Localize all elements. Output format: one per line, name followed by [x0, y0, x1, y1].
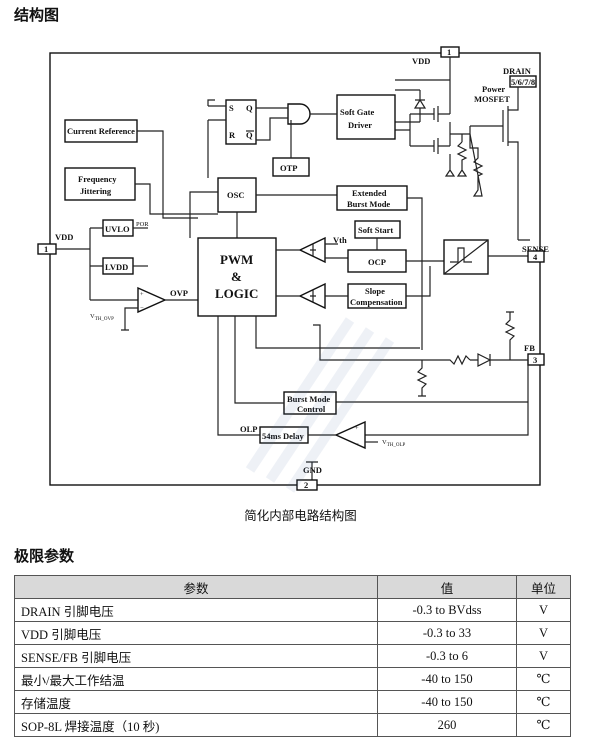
vth-label: Vth	[333, 235, 347, 245]
row-unit: V	[516, 621, 571, 645]
table-header-row: 参数 值 单位	[14, 575, 571, 599]
and-gate	[287, 103, 311, 125]
diagram-caption: 简化内部电路结构图	[244, 508, 357, 523]
ovp-comparator	[137, 286, 167, 314]
row-value: -40 to 150	[377, 690, 517, 714]
pin-2	[296, 479, 318, 491]
section-title-limits: 极限参数	[14, 547, 75, 565]
slope-compensation-label-2: Compensation	[350, 297, 403, 307]
row-param: DRAIN 引脚电压	[14, 598, 378, 622]
table-row: SOP-8L 焊接温度（10 秒) 260 ℃	[14, 713, 571, 737]
drain-label: DRAIN	[503, 66, 532, 76]
svg-text:Q: Q	[246, 130, 253, 140]
pwm-logic-block	[197, 237, 277, 317]
svg-text:+: +	[140, 291, 144, 298]
power-mosfet-label-2: MOSFET	[474, 94, 510, 104]
extended-burst-label-2: Burst Mode	[347, 199, 390, 209]
header-value: 值	[377, 575, 517, 599]
current-reference-label: Current Reference	[67, 126, 135, 136]
delay-label: 54ms Delay	[262, 431, 305, 441]
header-param: 参数	[14, 575, 378, 599]
soft-gate-driver-block	[336, 94, 396, 140]
uvlo-label: UVLO	[105, 224, 130, 234]
svg-text:S: S	[229, 103, 234, 113]
table-row: 存储温度 -40 to 150 ℃	[14, 690, 571, 714]
pin-3-number: 3	[533, 355, 537, 365]
pwm-logic-label-2: &	[231, 269, 242, 284]
drain-pins-label: 5/6/7/8	[511, 77, 535, 87]
row-value: 260	[377, 713, 517, 737]
frequency-jittering-label-1: Frequency	[78, 174, 117, 184]
slope-compensation-label-1: Slope	[365, 286, 385, 296]
soft-start-label: Soft Start	[358, 225, 393, 235]
row-unit: ℃	[516, 690, 571, 714]
olp-label: OLP	[240, 424, 257, 434]
burst-control-label-1: Burst Mode	[287, 394, 330, 404]
row-unit: ℃	[516, 667, 571, 691]
pin-2-number: 2	[304, 480, 308, 490]
row-param: SENSE/FB 引脚电压	[14, 644, 378, 668]
table-row: DRAIN 引脚电压 -0.3 to BVdss V	[14, 598, 571, 622]
vdd-top-label: VDD	[412, 56, 430, 66]
pin-4-number: 4	[533, 252, 538, 262]
otp-label: OTP	[280, 163, 297, 173]
row-value: -40 to 150	[377, 667, 517, 691]
svg-text:−: −	[355, 441, 359, 448]
pin-1-left-number: 1	[44, 244, 48, 254]
row-value: -0.3 to BVdss	[377, 598, 517, 622]
row-value: -0.3 to 33	[377, 621, 517, 645]
row-param: SOP-8L 焊接温度（10 秒)	[14, 713, 378, 737]
block-diagram: 1 VDD DRAIN 5/6/7/8 Power MOSFET Soft Ga…	[37, 46, 549, 491]
pin-4	[527, 250, 545, 263]
row-unit: ℃	[516, 713, 571, 737]
pwm-logic-label-3: LOGIC	[215, 286, 258, 301]
header-unit: 单位	[516, 575, 571, 599]
vth-ovp-label: VTH_OVP	[90, 313, 114, 322]
table-row: VDD 引脚电压 -0.3 to 33 V	[14, 621, 571, 645]
chip-boundary	[49, 52, 541, 486]
burst-control-label-2: Control	[297, 404, 326, 414]
ocp-label: OCP	[368, 257, 386, 267]
soft-gate-driver-label-1: Soft Gate	[340, 107, 374, 117]
row-unit: V	[516, 644, 571, 668]
ovp-label: OVP	[170, 288, 188, 298]
section-title-structure: 结构图	[14, 6, 60, 24]
fb-label: FB	[524, 343, 535, 353]
row-unit: V	[516, 598, 571, 622]
soft-gate-driver-label-2: Driver	[348, 120, 372, 130]
por-label: POR	[136, 221, 149, 228]
row-param: 存储温度	[14, 690, 378, 714]
svg-text:+: +	[355, 425, 359, 432]
vdd-left-label: VDD	[55, 232, 73, 242]
power-mosfet-label-1: Power	[482, 84, 505, 94]
pin-drain	[509, 75, 537, 88]
pwm-logic-label-1: PWM	[220, 252, 253, 267]
svg-text:−: −	[140, 305, 144, 312]
olp-comparator	[334, 420, 366, 450]
slope-compensation-block	[347, 283, 407, 309]
sense-label: SENSE	[522, 244, 549, 254]
row-param: VDD 引脚电压	[14, 621, 378, 645]
table-row: 最小/最大工作结温 -40 to 150 ℃	[14, 667, 571, 691]
pin-1-top-number: 1	[447, 47, 451, 57]
sr-flipflop	[225, 99, 257, 145]
table-row: SENSE/FB 引脚电压 -0.3 to 6 V	[14, 644, 571, 668]
svg-text:R: R	[229, 130, 236, 140]
lvdd-label: LVDD	[105, 262, 128, 272]
svg-text:Q: Q	[246, 103, 253, 113]
frequency-jittering-label-2: Jittering	[80, 186, 112, 196]
limits-table: 参数 值 单位 DRAIN 引脚电压 -0.3 to BVdss V VDD 引…	[14, 575, 571, 737]
vth-olp-label: VTH_OLP	[382, 439, 406, 448]
row-value: -0.3 to 6	[377, 644, 517, 668]
extended-burst-label-1: Extended	[352, 188, 387, 198]
row-param: 最小/最大工作结温	[14, 667, 378, 691]
osc-label: OSC	[227, 190, 244, 200]
osc-block	[217, 177, 257, 213]
